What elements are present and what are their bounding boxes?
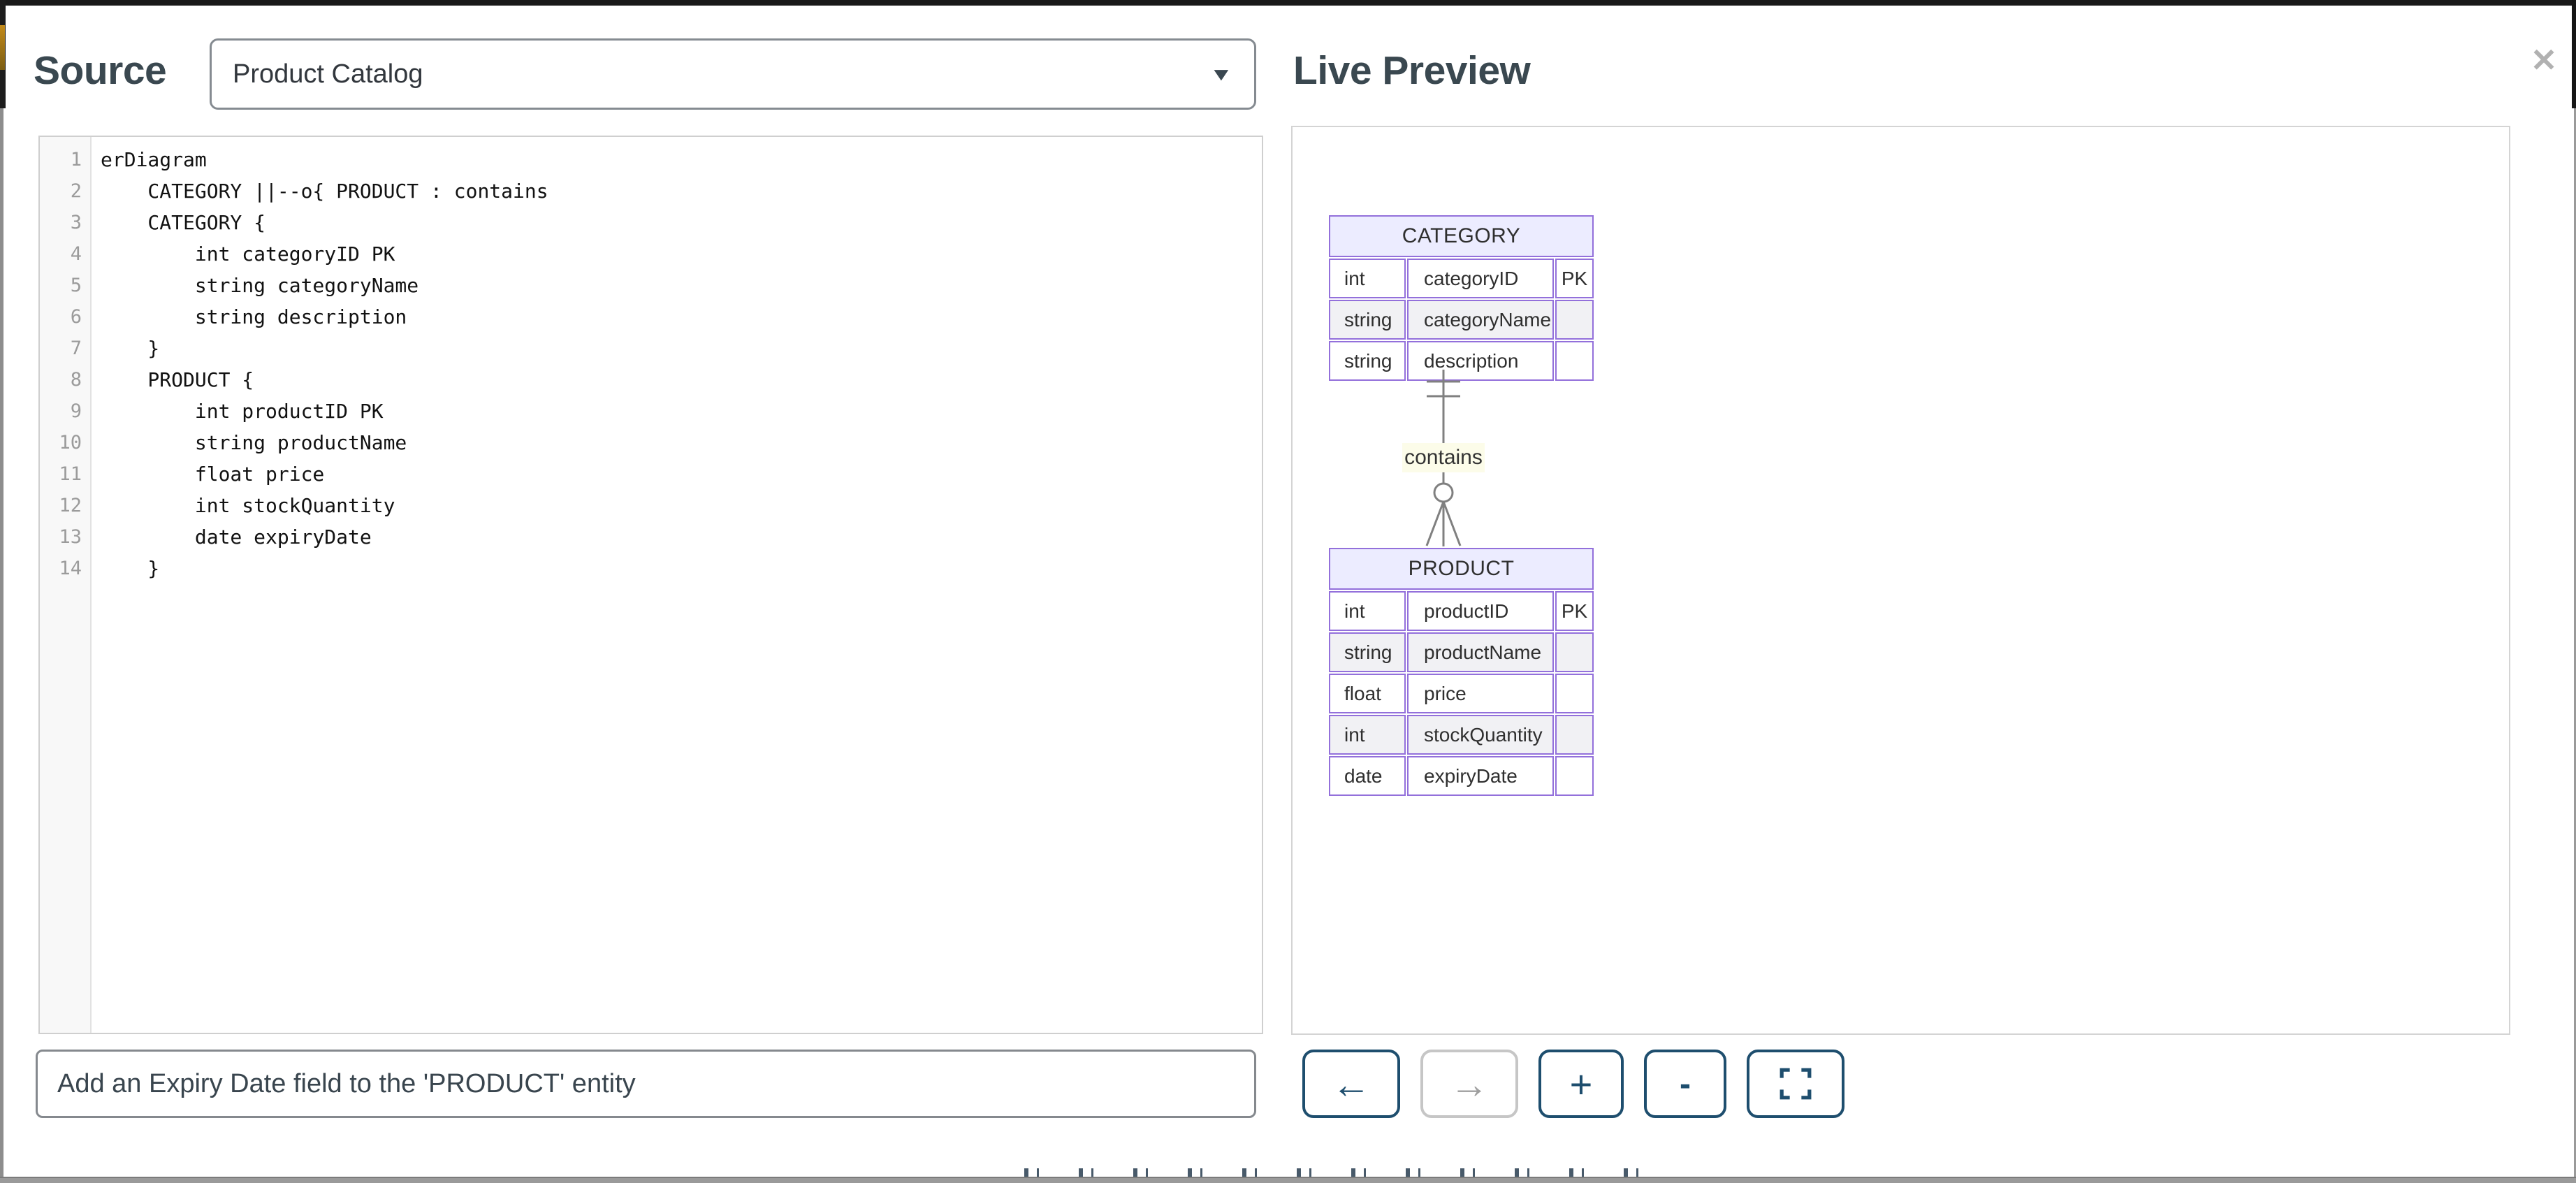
line-number: 12 [59, 495, 82, 516]
forward-button[interactable]: → [1420, 1050, 1518, 1118]
relationship-label: contains [1402, 443, 1485, 472]
attribute-key [1555, 632, 1594, 672]
code-line: date expiryDate [101, 525, 372, 549]
code-area: erDiagram CATEGORY ||--o{ PRODUCT : cont… [92, 137, 1262, 1033]
attribute-key [1555, 674, 1594, 713]
attribute-type: float [1329, 674, 1406, 713]
attribute-type: date [1329, 756, 1406, 796]
line-number: 4 [70, 243, 82, 265]
entity-name: PRODUCT [1329, 548, 1594, 590]
attribute-key [1555, 756, 1594, 796]
attribute-type: int [1329, 259, 1406, 298]
code-line: int stockQuantity [101, 494, 395, 517]
attribute-name: description [1407, 341, 1554, 381]
window-bottom-border [0, 1177, 2576, 1183]
attribute-type: string [1329, 632, 1406, 672]
attribute-type: string [1329, 300, 1406, 340]
code-line: } [101, 557, 160, 580]
line-number: 1 [70, 149, 82, 170]
attribute-name: productID [1407, 591, 1554, 631]
attribute-type: int [1329, 715, 1406, 755]
line-number: 13 [59, 526, 82, 548]
window-top-border [0, 0, 2576, 6]
attribute-name: productName [1407, 632, 1554, 672]
code-line: string categoryName [101, 274, 419, 297]
back-button[interactable]: ← [1302, 1050, 1400, 1118]
line-number: 11 [59, 463, 82, 485]
line-number: 2 [70, 180, 82, 202]
line-number: 10 [59, 432, 82, 453]
code-line: string description [101, 305, 407, 328]
attribute-key [1555, 341, 1594, 381]
close-icon[interactable]: ✕ [2530, 42, 2558, 78]
attribute-key: PK [1555, 259, 1594, 298]
attribute-type: string [1329, 341, 1406, 381]
attribute-name: stockQuantity [1407, 715, 1554, 755]
attribute-name: categoryName [1407, 300, 1554, 340]
attribute-name: categoryID [1407, 259, 1554, 298]
fullscreen-button[interactable] [1747, 1050, 1844, 1118]
code-line: int categoryID PK [101, 242, 395, 266]
code-line: PRODUCT { [101, 368, 254, 391]
code-line: erDiagram [101, 148, 207, 171]
background-page-sliver [0, 25, 5, 70]
code-line: string productName [101, 431, 407, 454]
code-line: int productID PK [101, 400, 384, 423]
ai-prompt-input[interactable] [36, 1050, 1256, 1118]
line-number: 7 [70, 338, 82, 359]
preview-toolbar: ← → +- [1302, 1050, 1844, 1118]
zoom-in-button[interactable]: + [1538, 1050, 1624, 1118]
window-right-border-dark [2572, 0, 2576, 108]
clipped-footer-text [1006, 1168, 1656, 1177]
window-right-border [2574, 6, 2576, 1177]
line-number: 6 [70, 306, 82, 328]
entity-name: CATEGORY [1329, 215, 1594, 257]
line-number: 14 [59, 558, 82, 579]
attribute-key [1555, 300, 1594, 340]
line-number: 9 [70, 400, 82, 422]
attribute-key: PK [1555, 591, 1594, 631]
diagram-select-value: Product Catalog [233, 59, 423, 89]
chevron-down-icon: ▼ [1209, 63, 1234, 85]
line-number: 5 [70, 275, 82, 296]
preview-panel-title: Live Preview [1293, 48, 1531, 93]
code-line: CATEGORY ||--o{ PRODUCT : contains [101, 180, 548, 203]
fullscreen-icon [1780, 1068, 1812, 1100]
code-line: float price [101, 463, 325, 486]
line-number: 3 [70, 212, 82, 233]
code-line: CATEGORY { [101, 211, 266, 234]
attribute-name: expiryDate [1407, 756, 1554, 796]
zoom-out-button[interactable]: - [1644, 1050, 1726, 1118]
code-line: } [101, 337, 160, 360]
attribute-type: int [1329, 591, 1406, 631]
attribute-name: price [1407, 674, 1554, 713]
window-left-border [0, 6, 3, 1177]
diagram-select-dropdown[interactable]: Product Catalog ▼ [210, 38, 1256, 110]
line-number: 8 [70, 369, 82, 391]
attribute-key [1555, 715, 1594, 755]
source-panel-title: Source [34, 48, 167, 93]
